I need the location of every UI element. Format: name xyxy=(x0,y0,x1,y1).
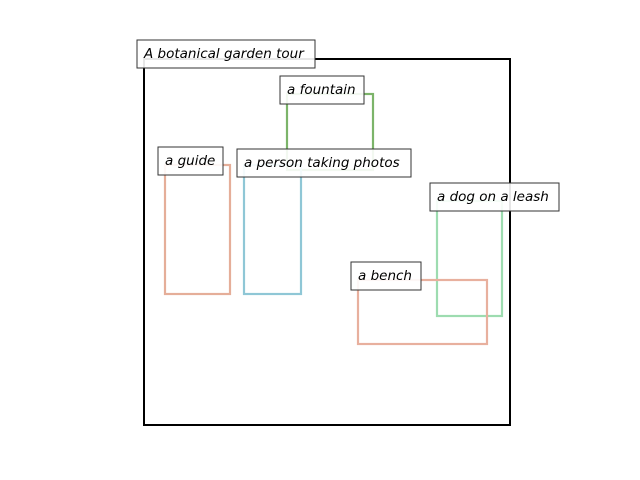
caption-text: A botanical garden tour xyxy=(143,46,305,62)
fountain-label-text: a fountain xyxy=(287,82,356,98)
bench-label: a bench xyxy=(350,261,422,291)
caption-label: A botanical garden tour xyxy=(136,39,316,69)
scene-frame xyxy=(143,58,511,426)
photographer-box xyxy=(242,163,303,296)
guide-label-text: a guide xyxy=(165,153,215,169)
dog-label: a dog on a leash xyxy=(429,182,560,212)
bench-box xyxy=(356,278,489,346)
bench-label-text: a bench xyxy=(358,268,412,284)
dog-box xyxy=(435,199,504,318)
photographer-label: a person taking photos xyxy=(236,148,412,178)
dog-label-text: a dog on a leash xyxy=(437,189,549,205)
fountain-label: a fountain xyxy=(279,75,365,105)
guide-box xyxy=(163,163,232,296)
photographer-label-text: a person taking photos xyxy=(244,155,400,171)
guide-label: a guide xyxy=(157,146,224,176)
